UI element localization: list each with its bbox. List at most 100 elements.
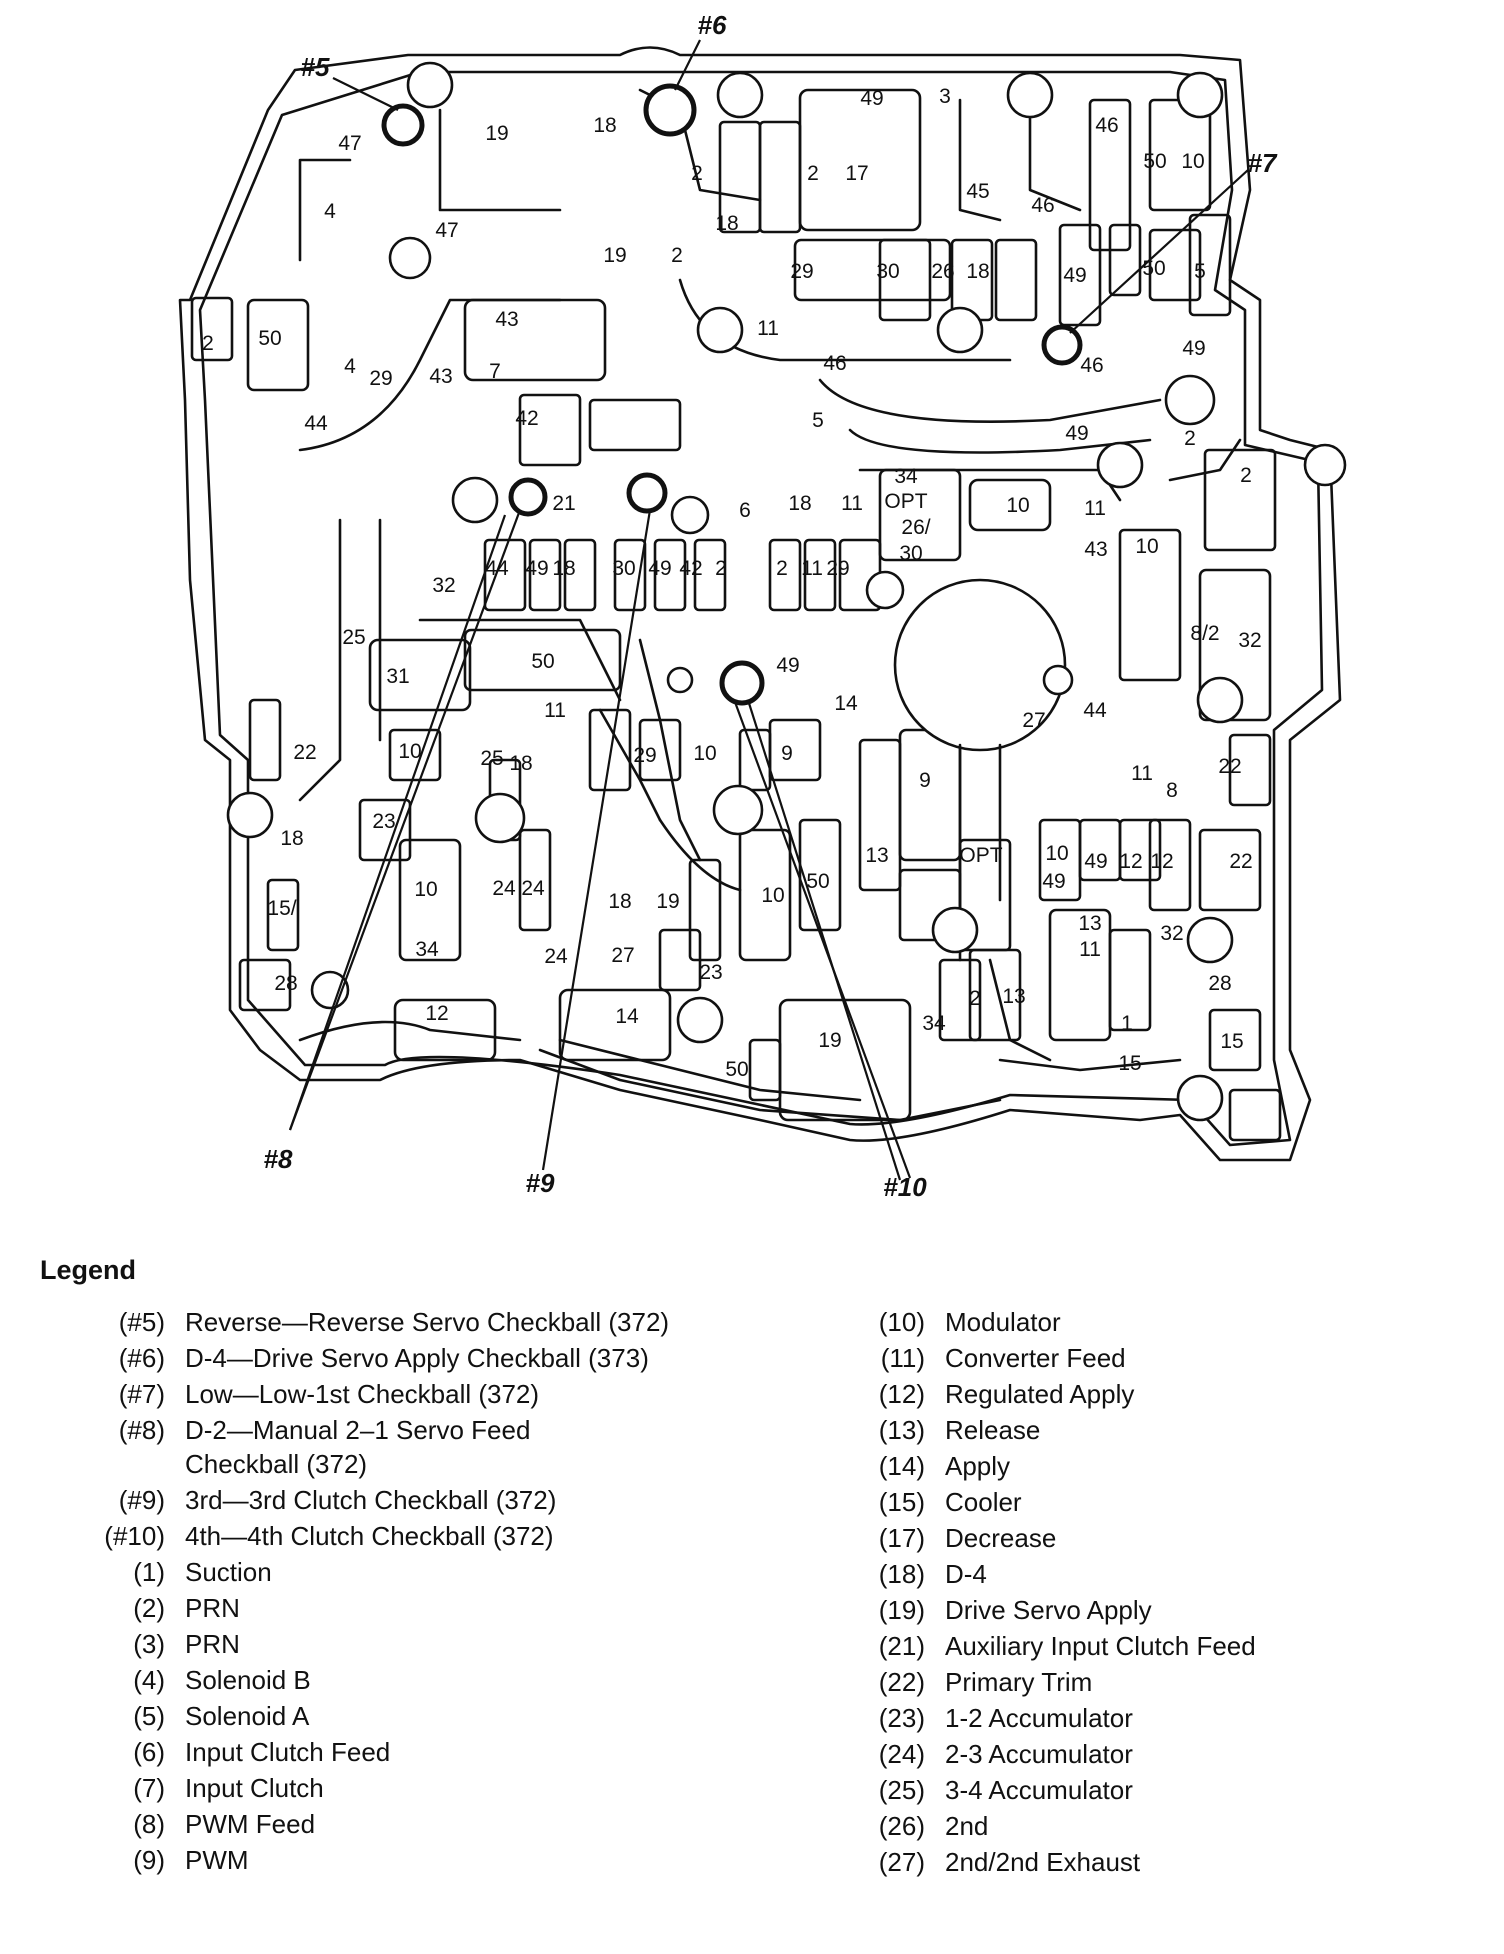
checkball-callout: #6 xyxy=(698,10,727,40)
passage-label: 1 xyxy=(1121,1012,1133,1035)
valve-body-diagram: #5#6#7#8#9#10 47191849346501044622174547… xyxy=(178,10,1347,1202)
passage-label: 18 xyxy=(593,114,616,137)
legend-entry: (5)Solenoid A xyxy=(60,1699,705,1733)
passage-label: 10 xyxy=(693,742,716,765)
passage-label: 15 xyxy=(1220,1030,1243,1053)
passage-label: 30 xyxy=(876,260,899,283)
legend-description: Auxiliary Input Clutch Feed xyxy=(945,1631,1256,1661)
passage-label: 10 xyxy=(1045,842,1068,865)
legend-code: (#5) xyxy=(118,1307,165,1337)
passage-label: 28 xyxy=(274,972,297,995)
legend-description: Suction xyxy=(185,1557,272,1587)
passage-label: 42 xyxy=(515,407,538,430)
passage-label: 34 xyxy=(922,1012,946,1035)
passage-label: 4 xyxy=(324,200,336,223)
passage-label: 32 xyxy=(1238,629,1261,652)
legend-entry: (#7)Low—Low-1st Checkball (372) xyxy=(60,1377,705,1411)
checkball-callout: #5 xyxy=(301,52,330,82)
passage-label: 10 xyxy=(761,884,784,907)
callout-labels: #5#6#7#8#9#10 xyxy=(264,10,1278,1202)
checkball-9 xyxy=(719,660,765,706)
passage-label: 43 xyxy=(429,365,452,388)
passage-label: 11 xyxy=(1079,938,1101,961)
passage-label: 26 xyxy=(931,260,954,283)
legend-entry: (11) Converter Feed xyxy=(820,1341,1465,1375)
passage-label: 25 xyxy=(480,747,503,770)
legend-code: (7) xyxy=(133,1773,165,1803)
passage-label: 15/ xyxy=(267,897,296,920)
legend-description: 2nd/2nd Exhaust xyxy=(945,1847,1141,1877)
passage-label: 49 xyxy=(525,557,548,580)
passage-label: 10 xyxy=(1006,494,1029,517)
passage-label: 50 xyxy=(258,327,281,350)
passage-label: 9 xyxy=(919,769,931,792)
legend-description: Input Clutch xyxy=(185,1773,324,1803)
passage-label: 19 xyxy=(485,122,508,145)
legend-description: PWM xyxy=(185,1845,249,1875)
passage-label: 14 xyxy=(834,692,858,715)
passage-label: 28 xyxy=(1208,972,1231,995)
passage-label: 7 xyxy=(489,360,501,383)
passage-label: 24 xyxy=(492,877,516,900)
legend-description: 2nd xyxy=(945,1811,989,1841)
passage-label: OPT xyxy=(884,490,927,513)
passage-label: 42 xyxy=(679,557,702,580)
passage-label: 43 xyxy=(495,308,518,331)
legend: Legend (#5)Reverse—Reverse Servo Checkba… xyxy=(0,1255,1504,1954)
passage-label: 31 xyxy=(386,665,409,688)
passage-label: 27 xyxy=(1022,709,1045,732)
passage-label: 44 xyxy=(485,557,509,580)
passage-label: 30 xyxy=(899,542,922,565)
legend-entry: (27)2nd/2nd Exhaust xyxy=(820,1845,1465,1879)
passage-label: 13 xyxy=(865,844,888,867)
legend-description: Decrease xyxy=(945,1523,1057,1553)
legend-entry: (13)Release xyxy=(820,1413,1465,1447)
legend-description: Converter Feed xyxy=(945,1343,1126,1373)
passage-label: 12 xyxy=(425,1002,448,1025)
legend-entry: (17) Decrease xyxy=(820,1521,1465,1555)
legend-entry: (9) PWM xyxy=(60,1843,705,1877)
checkball-callout: #7 xyxy=(1248,148,1278,178)
legend-entry: (18)D-4 xyxy=(820,1557,1465,1591)
passage-label: 18 xyxy=(788,492,811,515)
passage-label: 18 xyxy=(966,260,989,283)
legend-entry: (14)Apply xyxy=(820,1449,1465,1483)
passage-label: 11 xyxy=(801,557,823,580)
legend-entry: (21)Auxiliary Input Clutch Feed xyxy=(820,1629,1465,1663)
passage-label: 49 xyxy=(1065,422,1088,445)
passage-label: 2 xyxy=(776,557,788,580)
passage-label: 34 xyxy=(415,938,439,961)
passage-label: 5 xyxy=(812,409,824,432)
legend-code: (9) xyxy=(133,1845,165,1875)
legend-entry: (6)Input Clutch Feed xyxy=(60,1735,705,1769)
passage-label: 2 xyxy=(969,987,981,1010)
legend-code: (22) xyxy=(878,1667,925,1697)
passage-label: 23 xyxy=(699,961,722,984)
legend-title: Legend xyxy=(40,1255,137,1285)
legend-description: PWM Feed xyxy=(185,1809,316,1839)
legend-entry: (23)1-2 Accumulator xyxy=(820,1701,1465,1735)
passage-label: 10 xyxy=(1181,150,1204,173)
legend-code: (17) xyxy=(878,1523,925,1553)
legend-description: D-2—Manual 2–1 Servo Feed Checkball (372… xyxy=(185,1415,531,1479)
legend-description: Drive Servo Apply xyxy=(945,1595,1152,1625)
passage-label: 2 xyxy=(1240,464,1252,487)
legend-entry: (#5)Reverse—Reverse Servo Checkball (372… xyxy=(60,1305,705,1339)
legend-entry: (15)Cooler xyxy=(820,1485,1465,1519)
legend-entry: (4)Solenoid B xyxy=(60,1663,705,1697)
legend-entry: (19)Drive Servo Apply xyxy=(820,1593,1465,1627)
legend-code: (5) xyxy=(133,1701,165,1731)
legend-description: Modulator xyxy=(945,1307,1061,1337)
checkball-callout: #8 xyxy=(264,1144,293,1174)
passage-label: 45 xyxy=(966,180,989,203)
passage-label: 47 xyxy=(435,219,458,242)
passage-label: 11 xyxy=(1084,497,1106,520)
legend-description: 3-4 Accumulator xyxy=(945,1775,1133,1805)
legend-entry: (#10)4th—4th Clutch Checkball (372) xyxy=(60,1519,705,1553)
legend-code: (2) xyxy=(133,1593,165,1623)
passage-label: 24 xyxy=(521,877,545,900)
passage-label: 9 xyxy=(781,742,793,765)
legend-entry: (10)Modulator xyxy=(820,1305,1465,1339)
valve-body-inner-outline xyxy=(198,70,1324,1147)
legend-code: (11) xyxy=(880,1343,925,1373)
